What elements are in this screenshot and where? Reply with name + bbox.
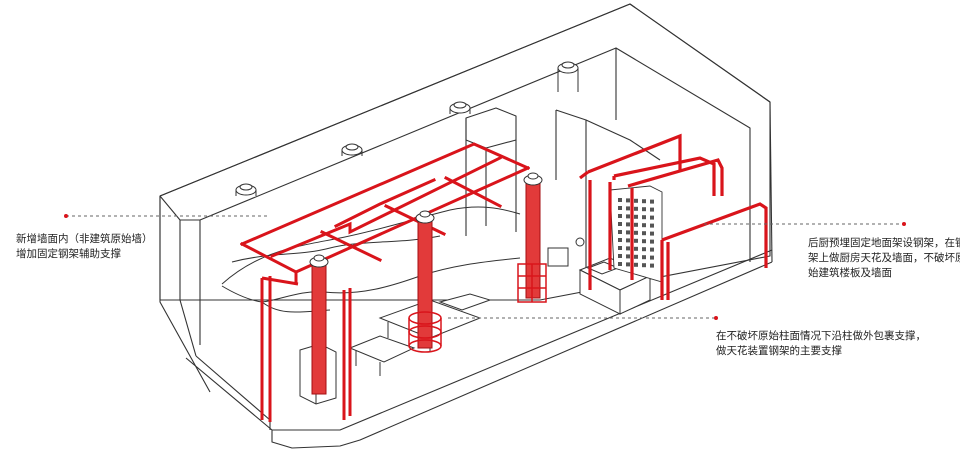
- panel-perforation: [650, 239, 654, 244]
- roof-vents: [235, 61, 579, 196]
- annotation-back-kitchen-line1: 后厨预埋固定地面架设钢架，在钢: [808, 237, 960, 249]
- panel-perforation: [618, 262, 622, 266]
- panel-perforation: [634, 254, 638, 259]
- vent-4: [557, 61, 579, 92]
- panel-perforation: [642, 223, 646, 228]
- panel-perforation: [634, 198, 638, 203]
- columns: [309, 172, 547, 395]
- annotation-back-kitchen: 后厨预埋固定地面架设钢架，在钢 架上做厨房天花及墙面，不破坏原 始建筑楼板及墙面: [808, 236, 960, 281]
- panel-perforation: [626, 230, 630, 235]
- steel-frame-kitchen: [579, 133, 768, 300]
- panel-perforation: [634, 206, 638, 211]
- panel-perforation: [634, 214, 638, 219]
- panel-perforation: [618, 222, 622, 226]
- leader-lines: [66, 215, 904, 319]
- column-center: [408, 210, 442, 353]
- panel-perforation: [626, 246, 630, 251]
- panel-perforation: [650, 231, 654, 236]
- room-shell: [159, 3, 773, 449]
- panel-perforation: [650, 223, 654, 228]
- annotation-column-wrap-line1: 在不破坏原始柱面情况下沿柱做外包裹支撑，: [716, 330, 926, 342]
- panel-perforation: [634, 246, 638, 251]
- panel-perforation: [618, 206, 622, 210]
- panel-perforation: [626, 238, 630, 243]
- panel-perforation: [626, 214, 630, 219]
- kitchen-grid-panel: [609, 185, 663, 283]
- panel-perforation: [626, 198, 630, 203]
- panel-perforation: [650, 255, 654, 260]
- table-left: [348, 335, 416, 363]
- panel-perforation: [634, 222, 638, 227]
- leader-dot-right-top: [902, 222, 906, 226]
- panel-perforation: [642, 199, 646, 204]
- panel-perforation: [618, 198, 622, 202]
- vent-3: [449, 101, 471, 114]
- panel-perforation: [634, 238, 638, 243]
- kitchen-screen: [547, 247, 569, 267]
- panel-perforation: [618, 214, 622, 218]
- panel-perforation: [642, 239, 646, 244]
- panel-perforation: [618, 230, 622, 234]
- annotation-column-wrap-line2: 做天花装置钢架的主要支撑: [716, 345, 842, 357]
- panel-perforation: [642, 263, 646, 268]
- annotation-back-kitchen-line3: 始建筑楼板及墙面: [808, 267, 892, 279]
- panel-perforation: [642, 215, 646, 220]
- panel-perforation: [650, 263, 654, 268]
- annotation-left-wall: 新增墙面内（非建筑原始墙） 增加固定钢架辅助支撑: [16, 232, 153, 262]
- panel-perforation: [626, 262, 630, 267]
- vent-1: [235, 183, 257, 196]
- panel-perforation: [650, 247, 654, 252]
- panel-perforation: [642, 231, 646, 236]
- annotation-left-wall-line2: 增加固定钢架辅助支撑: [16, 248, 121, 260]
- panel-perforation: [642, 247, 646, 252]
- steel-frame-ceiling: [239, 142, 530, 284]
- panel-perforation: [642, 207, 646, 212]
- annotation-left-wall-line1: 新增墙面内（非建筑原始墙）: [16, 233, 153, 245]
- panel-perforation: [626, 222, 630, 227]
- panel-perforation: [634, 230, 638, 235]
- panel-perforation: [634, 262, 638, 267]
- bench: [438, 293, 492, 311]
- panel-perforation: [618, 254, 622, 258]
- vent-2: [341, 143, 363, 156]
- panel-perforation: [650, 199, 654, 204]
- panel-perforation: [618, 246, 622, 250]
- annotation-column-wrap: 在不破坏原始柱面情况下沿柱做外包裹支撑， 做天花装置钢架的主要支撑: [716, 329, 926, 359]
- annotation-back-kitchen-line2: 架上做厨房天花及墙面，不破坏原: [808, 252, 960, 264]
- panel-perforation: [642, 255, 646, 260]
- leader-dot-left: [64, 214, 68, 218]
- panel-perforation: [650, 215, 654, 220]
- panel-perforation: [626, 254, 630, 259]
- steel-frame-entry: [260, 276, 352, 422]
- panel-perforation: [626, 206, 630, 211]
- panel-perforation: [618, 238, 622, 242]
- column-right: [517, 172, 547, 303]
- panel-perforation: [650, 207, 654, 212]
- leader-dot-right-mid: [714, 316, 718, 320]
- column-left: [309, 254, 329, 395]
